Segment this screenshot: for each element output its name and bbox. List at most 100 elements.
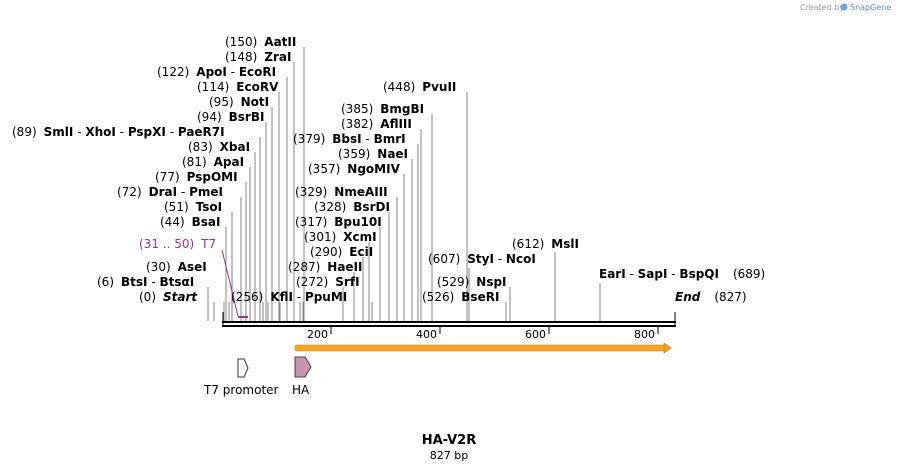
- site-enzyme: PspOMI: [187, 170, 238, 184]
- ha-label: HA: [292, 383, 310, 397]
- site-label[interactable]: (272)SrfI: [296, 275, 360, 289]
- site-position: (301): [304, 230, 336, 244]
- site-label[interactable]: (83)XbaI: [188, 140, 250, 154]
- orf-arrow[interactable]: [294, 342, 672, 354]
- site-label[interactable]: EarI - SapI - BspQI(689): [599, 267, 765, 281]
- site-label[interactable]: (359)NaeI: [338, 147, 408, 161]
- site-label[interactable]: (357)NgoMIV: [308, 162, 401, 176]
- site-position: (328): [314, 200, 346, 214]
- site-enzyme: PmeI: [189, 185, 223, 199]
- site-enzyme: BsaI: [192, 215, 221, 229]
- site-label[interactable]: (51) TsoI: [164, 200, 222, 214]
- site-enzyme: EciI: [349, 245, 373, 259]
- primer-leader-line: [221, 249, 239, 317]
- site-position: (612): [512, 237, 544, 251]
- site-enzyme: AflIII: [380, 117, 412, 131]
- site-enzyme: BsrDI: [353, 200, 390, 214]
- site-enzyme: BsrBI: [229, 110, 265, 124]
- site-label[interactable]: (526)BseRI: [422, 290, 499, 304]
- site-enzyme: HaeII: [327, 260, 362, 274]
- site-position: (6): [97, 275, 114, 289]
- site-label[interactable]: (290) EciI: [310, 245, 373, 259]
- site-label[interactable]: (95)NotI: [209, 95, 269, 109]
- site-position: (256): [231, 290, 263, 304]
- site-enzyme: ZraI: [264, 50, 291, 64]
- site-enzyme: BmrI: [374, 132, 406, 146]
- site-enzyme: EcoRI: [239, 65, 276, 79]
- site-position: (357): [308, 162, 340, 176]
- site-label[interactable]: (6)BtsI - BtsαI: [97, 275, 194, 289]
- site-position: (72): [117, 185, 142, 199]
- site-label[interactable]: (607)StyI - NcoI: [428, 252, 536, 266]
- site-position: (290): [310, 245, 342, 259]
- site-label[interactable]: (382) AflIII: [341, 117, 412, 131]
- site-enzyme: NmeAIII: [334, 185, 387, 199]
- site-enzyme: BspQI: [679, 267, 719, 281]
- site-label[interactable]: (329)NmeAIII: [295, 185, 388, 199]
- site-position: (148): [225, 50, 257, 64]
- site-position: (94): [197, 110, 222, 124]
- site-position: (83): [188, 140, 213, 154]
- ha-feature-arrow[interactable]: [294, 356, 312, 378]
- sequence-length: 827 bp: [430, 449, 468, 462]
- site-enzyme: EcoRV: [236, 80, 279, 94]
- site-position: (607): [428, 252, 460, 266]
- site-enzyme: NspI: [476, 275, 506, 289]
- site-position: (382): [341, 117, 373, 131]
- site-enzyme: AatII: [264, 35, 296, 49]
- site-position: (77): [155, 170, 180, 184]
- site-enzyme: PaeR7I: [178, 125, 225, 139]
- site-position: (689): [733, 267, 765, 281]
- site-label[interactable]: (301)XcmI: [304, 230, 377, 244]
- site-label[interactable]: (379)BbsI - BmrI: [293, 132, 406, 146]
- site-position: (89): [12, 125, 37, 139]
- start-label: (0)Start: [139, 290, 198, 304]
- site-label[interactable]: (89)SmlI - XhoI - PspXI - PaeR7I: [12, 125, 225, 139]
- site-enzyme: TsoI: [196, 200, 222, 214]
- site-label[interactable]: (94) BsrBI: [197, 110, 264, 124]
- snapgene-logo-icon: [840, 3, 848, 11]
- backbone-bottom-strand: [222, 325, 676, 327]
- site-enzyme: BbsI: [332, 132, 361, 146]
- site-label[interactable]: (317)Bpu10I: [295, 215, 382, 229]
- site-label[interactable]: (448)PvuII: [383, 80, 456, 94]
- primer-name: T7: [200, 237, 216, 251]
- site-label[interactable]: (328) BsrDI: [314, 200, 390, 214]
- site-enzyme: NaeI: [377, 147, 408, 161]
- site-label[interactable]: (150) AatII: [225, 35, 296, 49]
- primer-label[interactable]: (31 .. 50) T7: [139, 237, 216, 251]
- site-label[interactable]: (44)BsaI: [160, 215, 221, 229]
- site-position: (114): [197, 80, 229, 94]
- t7-promoter-feature-arrow[interactable]: [237, 358, 249, 378]
- site-label[interactable]: (30)AseI: [146, 260, 207, 274]
- site-enzyme: EarI: [599, 267, 626, 281]
- site-label[interactable]: (612)MslI: [512, 237, 579, 251]
- site-enzyme: ApoI: [196, 65, 227, 79]
- site-position: (150): [225, 35, 257, 49]
- site-label[interactable]: (81)ApaI: [182, 155, 244, 169]
- site-enzyme: XhoI: [85, 125, 116, 139]
- site-label[interactable]: (114) EcoRV: [197, 80, 279, 94]
- site-label[interactable]: (385)BmgBI: [341, 102, 424, 116]
- end-label: End(827): [675, 290, 747, 304]
- end-position: (827): [714, 290, 746, 304]
- ruler-tick-label: 600: [525, 328, 546, 341]
- site-enzyme: ApaI: [214, 155, 244, 169]
- site-position: (385): [341, 102, 373, 116]
- site-label[interactable]: (256)KflI - PpuMI: [231, 290, 347, 304]
- site-position: (526): [422, 290, 454, 304]
- site-enzyme: DraI: [149, 185, 177, 199]
- site-label[interactable]: (529)NspI: [437, 275, 507, 289]
- site-enzyme: KflI: [270, 290, 293, 304]
- watermark-text: Created by: [800, 3, 844, 12]
- site-label[interactable]: (287)HaeII: [288, 260, 363, 274]
- t7-primer-mark[interactable]: [238, 316, 248, 318]
- site-position: (51): [164, 200, 189, 214]
- site-label[interactable]: (72)DraI - PmeI: [117, 185, 223, 199]
- site-enzyme: PspXI: [128, 125, 166, 139]
- primer-position: (31 .. 50): [139, 237, 194, 251]
- sequence-name: HA-V2R: [422, 433, 477, 448]
- site-label[interactable]: (148) ZraI: [225, 50, 291, 64]
- site-label[interactable]: (122)ApoI - EcoRI: [157, 65, 276, 79]
- site-label[interactable]: (77) PspOMI: [155, 170, 238, 184]
